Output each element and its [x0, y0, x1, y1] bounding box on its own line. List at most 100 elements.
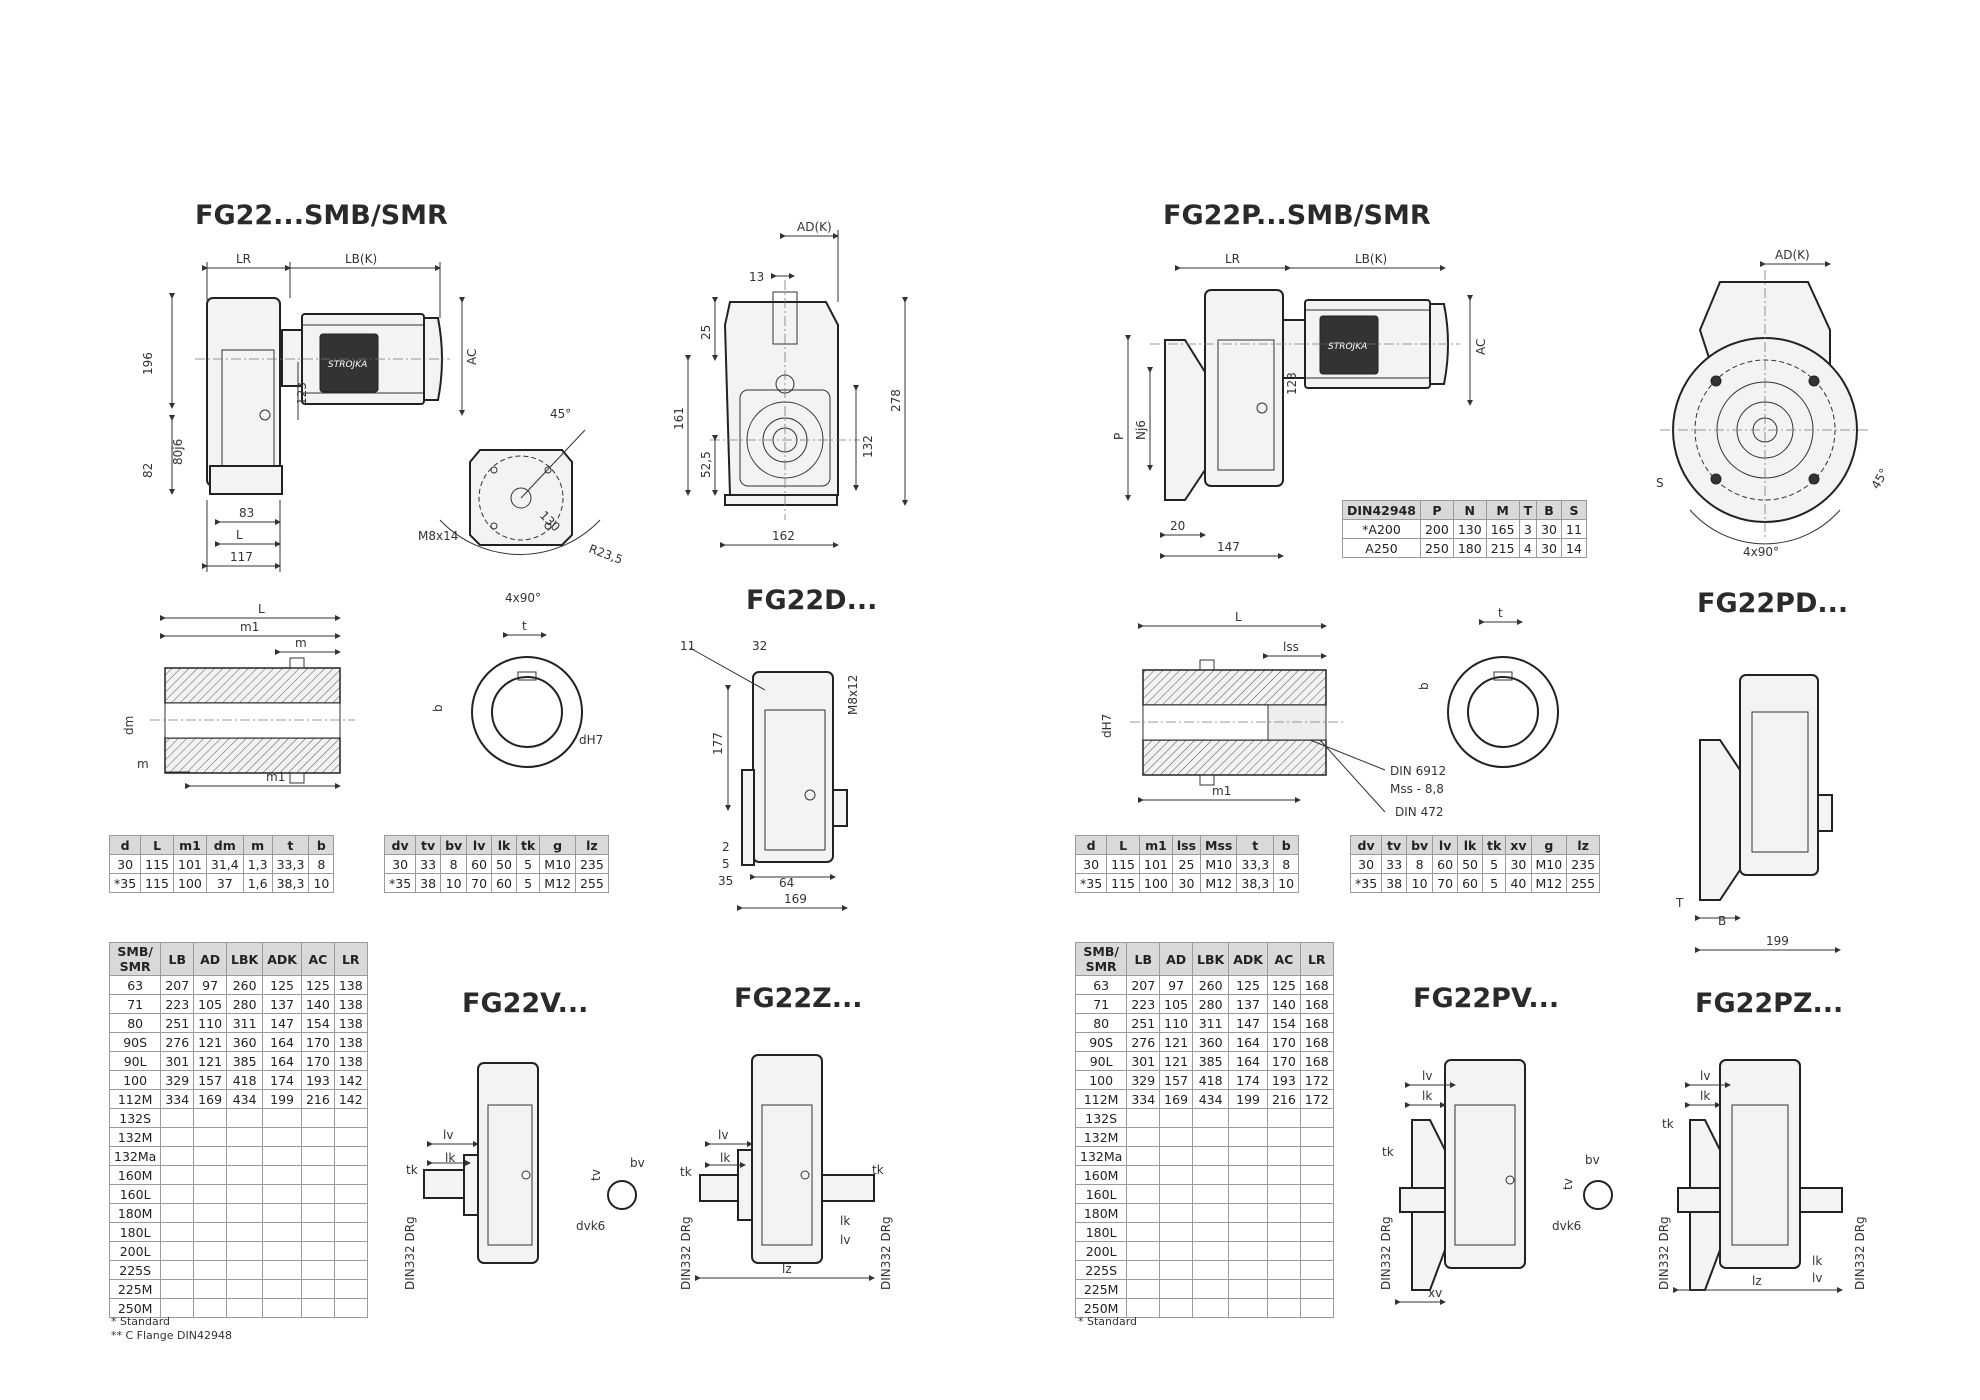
- table-cell: [193, 1108, 228, 1128]
- table-cell: 164: [262, 1051, 302, 1071]
- table-cell: [1299, 1146, 1334, 1166]
- table-cell: [300, 1184, 335, 1204]
- table-cell: [333, 1184, 368, 1204]
- table-cell: [1192, 1298, 1230, 1318]
- table-cell: 223: [1126, 994, 1161, 1014]
- table-cell: 60: [1432, 854, 1459, 874]
- table-cell: 1,3: [242, 854, 273, 874]
- table-header-cell: lss: [1171, 835, 1202, 855]
- table-cell: [1159, 1165, 1194, 1185]
- table-cell: *35: [108, 873, 142, 893]
- dim-tk-pv: tk: [1382, 1145, 1394, 1159]
- table-cell: [1228, 1241, 1268, 1261]
- table-cell: 301: [160, 1051, 195, 1071]
- table-header-cell: b: [1273, 835, 1300, 855]
- table-cell: [1299, 1203, 1334, 1223]
- dim-20: 20: [1170, 519, 1185, 533]
- table-cell: [262, 1108, 302, 1128]
- dim-tv-right: tv: [1561, 1178, 1575, 1190]
- table-cell: [300, 1279, 335, 1299]
- dim-147: 147: [1217, 540, 1240, 554]
- dim-5: 5: [722, 857, 730, 871]
- table-cell: 33: [1381, 854, 1408, 874]
- table-cell: 329: [1126, 1070, 1161, 1090]
- table-cell: 30: [1505, 854, 1532, 874]
- table-cell: 168: [1299, 975, 1334, 995]
- table-row: 225M: [108, 1279, 368, 1299]
- hollow-shaft-section: L m1 m dm m m1: [122, 602, 355, 789]
- din472: DIN 472: [1395, 805, 1443, 819]
- table-cell: 115: [140, 854, 175, 874]
- table-cell: 70: [1432, 873, 1459, 893]
- table-cell: 70: [466, 873, 493, 893]
- table-cell: [333, 1127, 368, 1147]
- din6912: DIN 6912: [1390, 764, 1446, 778]
- table-cell: 168: [1299, 1013, 1334, 1033]
- table-cell: M12: [1530, 873, 1568, 893]
- table-cell: [333, 1222, 368, 1242]
- table-cell: [1228, 1203, 1268, 1223]
- dim-ac: AC: [465, 349, 479, 365]
- dim-lr: LR: [236, 252, 251, 266]
- table-row: 200L: [1074, 1241, 1334, 1261]
- table-cell: 30: [1536, 519, 1562, 539]
- table-cell: M10: [539, 854, 576, 874]
- table-cell: 90S: [108, 1032, 162, 1052]
- table-header-cell: lk: [491, 835, 517, 855]
- table-cell: 80: [1074, 1013, 1128, 1033]
- table-cell: 255: [574, 873, 609, 893]
- dim-tk-v: tk: [406, 1163, 418, 1177]
- dim-lv-pz2: lv: [1812, 1271, 1822, 1285]
- table-cell: 132Ma: [1074, 1146, 1128, 1166]
- table-cell: [1266, 1260, 1301, 1280]
- table-cell: [1228, 1127, 1268, 1147]
- table-cell: 154: [1266, 1013, 1301, 1033]
- dim-161: 161: [672, 407, 686, 430]
- dim-m1-bottom: m1: [266, 770, 285, 784]
- dim-lbk-right: LB(K): [1355, 252, 1387, 266]
- table-cell: 38: [1381, 873, 1408, 893]
- table-cell: 8: [1273, 854, 1300, 874]
- table-cell: 216: [1266, 1089, 1301, 1109]
- table-row: 250M: [108, 1298, 368, 1318]
- title-fg22z: FG22Z...: [734, 983, 863, 1014]
- dim-lk-pz2: lk: [1812, 1254, 1822, 1268]
- table-cell: 215: [1485, 538, 1520, 558]
- table-header-cell: t: [1236, 835, 1275, 855]
- table-cell: [1126, 1146, 1161, 1166]
- fg22pz-view: lv lk tk lk lv lz DIN332 DRg DIN332 DRg: [1657, 1059, 1867, 1293]
- table-row: 180L: [1074, 1222, 1334, 1242]
- title-fg22v: FG22V...: [462, 988, 589, 1019]
- table-cell: M12: [1200, 873, 1238, 893]
- table-cell: [262, 1146, 302, 1166]
- table-cell: 138: [333, 994, 368, 1014]
- table-cell: [300, 1127, 335, 1147]
- dim-lk-z2: lk: [840, 1214, 850, 1228]
- table-cell: 193: [300, 1070, 335, 1090]
- table-cell: 301: [1126, 1051, 1161, 1071]
- table-cell: 100: [1074, 1070, 1128, 1090]
- table-cell: 142: [333, 1089, 368, 1109]
- dim-lv-z: lv: [718, 1128, 728, 1142]
- table-cell: 10: [1406, 873, 1434, 893]
- table-cell: [160, 1203, 195, 1223]
- dim-lv-pz: lv: [1700, 1069, 1710, 1083]
- table-cell: 235: [1566, 854, 1601, 874]
- table-cell: [1159, 1222, 1194, 1242]
- table-cell: 90L: [1074, 1051, 1128, 1071]
- table-header-cell: bv: [440, 835, 468, 855]
- table-cell: 260: [226, 975, 264, 995]
- table-cell: [1228, 1146, 1268, 1166]
- table-header-cell: m: [242, 835, 273, 855]
- table-cell: 115: [1106, 873, 1141, 893]
- table-cell: [1228, 1260, 1268, 1280]
- table-cell: 250M: [108, 1298, 162, 1318]
- dim-lv-z2: lv: [840, 1233, 850, 1247]
- table-header-cell: LBK: [1192, 942, 1230, 976]
